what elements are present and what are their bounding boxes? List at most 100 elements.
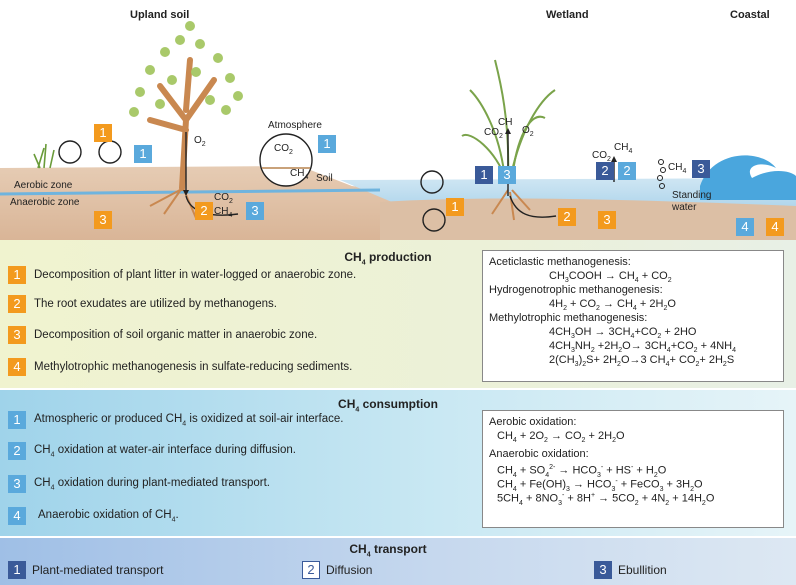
illus-badge-blue-3-wetland: 3 <box>498 166 516 184</box>
illus-badge-blue-1-upland: 1 <box>134 145 152 163</box>
illus-badge-navy-1-wetland: 1 <box>475 166 493 184</box>
production-item-1: 1 Decomposition of plant litter in water-… <box>8 266 356 286</box>
upland-soil-title: Upland soil <box>130 9 190 21</box>
transport-item-1: 1 Plant-mediated transport <box>8 561 163 579</box>
transport-badge-1: 1 <box>8 561 26 579</box>
consumption-badge-3: 3 <box>8 475 26 493</box>
ebullition-bubbles <box>657 159 666 189</box>
illus-badge-orange-4-coastal: 4 <box>766 218 784 236</box>
circle-ch4-label: CH4 <box>290 168 309 181</box>
production-badge-2: 2 <box>8 295 26 313</box>
root-co2-label: CO2 <box>214 192 233 205</box>
wetland-sediment <box>380 198 796 240</box>
transport-text-2: Diffusion <box>326 563 373 577</box>
production-text-2: The root exudates are utilized by methan… <box>34 298 277 310</box>
eq-anaerobic-3: 5CH4 + 8NO3- + 8H+ → 5CO2 + 4N2 + 14H2O <box>497 492 715 507</box>
illus-badge-blue-4-coastal: 4 <box>736 218 754 236</box>
eq-anaerobic-2: CH4 + Fe(OH)3 → HCO3- + FeCO3 + 3H2O <box>497 478 703 493</box>
consumption-badge-4: 4 <box>8 507 26 525</box>
eq-hydrogenotrophic-heading: Hydrogenotrophic methanogenesis: <box>489 284 663 296</box>
transport-item-3: 3 Ebullition <box>594 561 667 579</box>
atmosphere-label: Atmosphere <box>268 120 322 131</box>
litter-circle-2 <box>98 140 122 164</box>
eq-methylotrophic-heading: Methylotrophic methanogenesis: <box>489 312 648 324</box>
transport-badge-3: 3 <box>594 561 612 579</box>
production-text-3: Decomposition of soil organic matter in … <box>34 329 318 341</box>
coastal-wave <box>700 155 796 200</box>
eq-hydrogenotrophic: 4H2 + CO2 → CH4 + 2H2O <box>549 298 676 313</box>
production-badge-4: 4 <box>8 358 26 376</box>
anaerobic-zone-label: Anaerobic zone <box>10 197 80 208</box>
illus-badge-blue-3-upland: 3 <box>246 202 264 220</box>
aerobic-zone-label: Aerobic zone <box>14 180 73 191</box>
water-table-line <box>0 188 381 196</box>
transport-item-2: 2 Diffusion <box>302 561 372 579</box>
illus-badge-navy-3-wetland: 3 <box>692 160 710 178</box>
plant-o2-label: O2 <box>522 125 534 138</box>
root-ch4-label: CH4 <box>214 206 233 219</box>
consumption-text-1: Atmospheric or produced CH4 is oxidized … <box>34 412 344 428</box>
production-equations-box: Aceticlastic methanogenesis: CH3COOH → C… <box>482 250 784 382</box>
eq-anaerobic-heading: Anaerobic oxidation: <box>489 448 589 460</box>
eq-methylotrophic-1: 4CH3OH → 3CH4+CO2 + 2HO <box>549 326 697 341</box>
transport-title: CH4 transport <box>349 542 427 559</box>
production-item-4: 4 Methylotrophic methanogenesis in sulfat… <box>8 358 352 378</box>
tree-canopy <box>129 21 243 117</box>
eq-aerobic: CH4 + 2O2 → CO2 + 2H2O <box>497 430 625 445</box>
tree-trunk <box>147 57 217 191</box>
ebullition-ch4-label: CH4 <box>668 162 687 175</box>
eq-methylotrophic-3: 2(CH3)2S+ 2H2O→3 CH4+ CO2+ 2H2S <box>549 354 735 369</box>
eq-anaerobic-1: CH4 + SO42- → HCO3- + HS- + H2O <box>497 464 667 479</box>
illus-badge-orange-2-upland: 2 <box>195 202 213 220</box>
illus-badge-orange-1-upland: 1 <box>94 124 112 142</box>
transport-text-3: Ebullition <box>618 563 667 577</box>
consumption-equations-box: Aerobic oxidation: CH4 + 2O2 → CO2 + 2H2… <box>482 410 784 528</box>
illus-badge-blue-1-atmosphere: 1 <box>318 135 336 153</box>
litter-circle-1 <box>58 140 82 164</box>
production-item-3: 3 Decomposition of soil organic matter in… <box>8 326 317 346</box>
wetland-title: Wetland <box>546 9 589 21</box>
production-badge-1: 1 <box>8 266 26 284</box>
eq-methylotrophic-2: 4CH3NH2 +2H2O→ 3CH4+CO2 + 4NH4 <box>549 340 736 355</box>
consumption-badge-2: 2 <box>8 442 26 460</box>
production-item-2: 2 The root exudates are utilized by metha… <box>8 295 277 315</box>
coastal-title: Coastal <box>730 9 770 21</box>
consumption-item-2: 2 CH4 oxidation at water-air interface du… <box>8 442 296 462</box>
diffusion-co2-label: CO2 <box>592 150 611 163</box>
production-title: CH4 production <box>344 250 432 267</box>
wetland-circle-2 <box>422 208 446 232</box>
plant-co2-label: CO2 <box>484 127 503 140</box>
illus-badge-navy-2-wetland: 2 <box>596 162 614 180</box>
diffusion-ch4-label: CH4 <box>614 142 633 155</box>
transport-badge-2: 2 <box>302 561 320 579</box>
tree-o2-label: O2 <box>194 135 206 148</box>
eq-aerobic-heading: Aerobic oxidation: <box>489 416 577 428</box>
production-text-4: Methylotrophic methanogenesis in sulfate… <box>34 361 353 373</box>
plant-ch4-label: CH <box>498 117 513 128</box>
illus-badge-orange-2-wetland: 2 <box>558 208 576 226</box>
consumption-badge-1: 1 <box>8 411 26 429</box>
consumption-item-1: 1 Atmospheric or produced CH4 is oxidized… <box>8 411 343 431</box>
consumption-title: CH4 consumption <box>338 397 438 414</box>
transport-text-1: Plant-mediated transport <box>32 563 164 577</box>
eq-aceticlastic: CH3COOH → CH4 + CO2 <box>549 270 672 285</box>
soil-label: Soil <box>316 173 333 184</box>
illus-badge-orange-3-upland: 3 <box>94 211 112 229</box>
eq-aceticlastic-heading: Aceticlastic methanogenesis: <box>489 256 631 268</box>
production-badge-3: 3 <box>8 326 26 344</box>
illus-badge-blue-2-wetland: 2 <box>618 162 636 180</box>
consumption-item-3: 3 CH4 oxidation during plant-mediated tra… <box>8 475 270 495</box>
production-text-1: Decomposition of plant litter in water-l… <box>34 269 357 281</box>
circle-co2-label: CO2 <box>274 143 293 156</box>
illus-badge-orange-3-wetland: 3 <box>598 211 616 229</box>
grass <box>33 143 55 169</box>
standing-water-label: Standing water <box>672 190 712 213</box>
wetland-root-arrow <box>509 195 557 218</box>
consumption-text-3: CH4 oxidation during plant-mediated tran… <box>34 476 270 492</box>
consumption-text-2: CH4 oxidation at water-air interface dur… <box>34 443 296 459</box>
illus-badge-orange-1-wetland: 1 <box>446 198 464 216</box>
wetland-circle-1 <box>420 170 444 194</box>
soil-air-circle <box>259 133 313 187</box>
transport-panel <box>0 538 796 585</box>
